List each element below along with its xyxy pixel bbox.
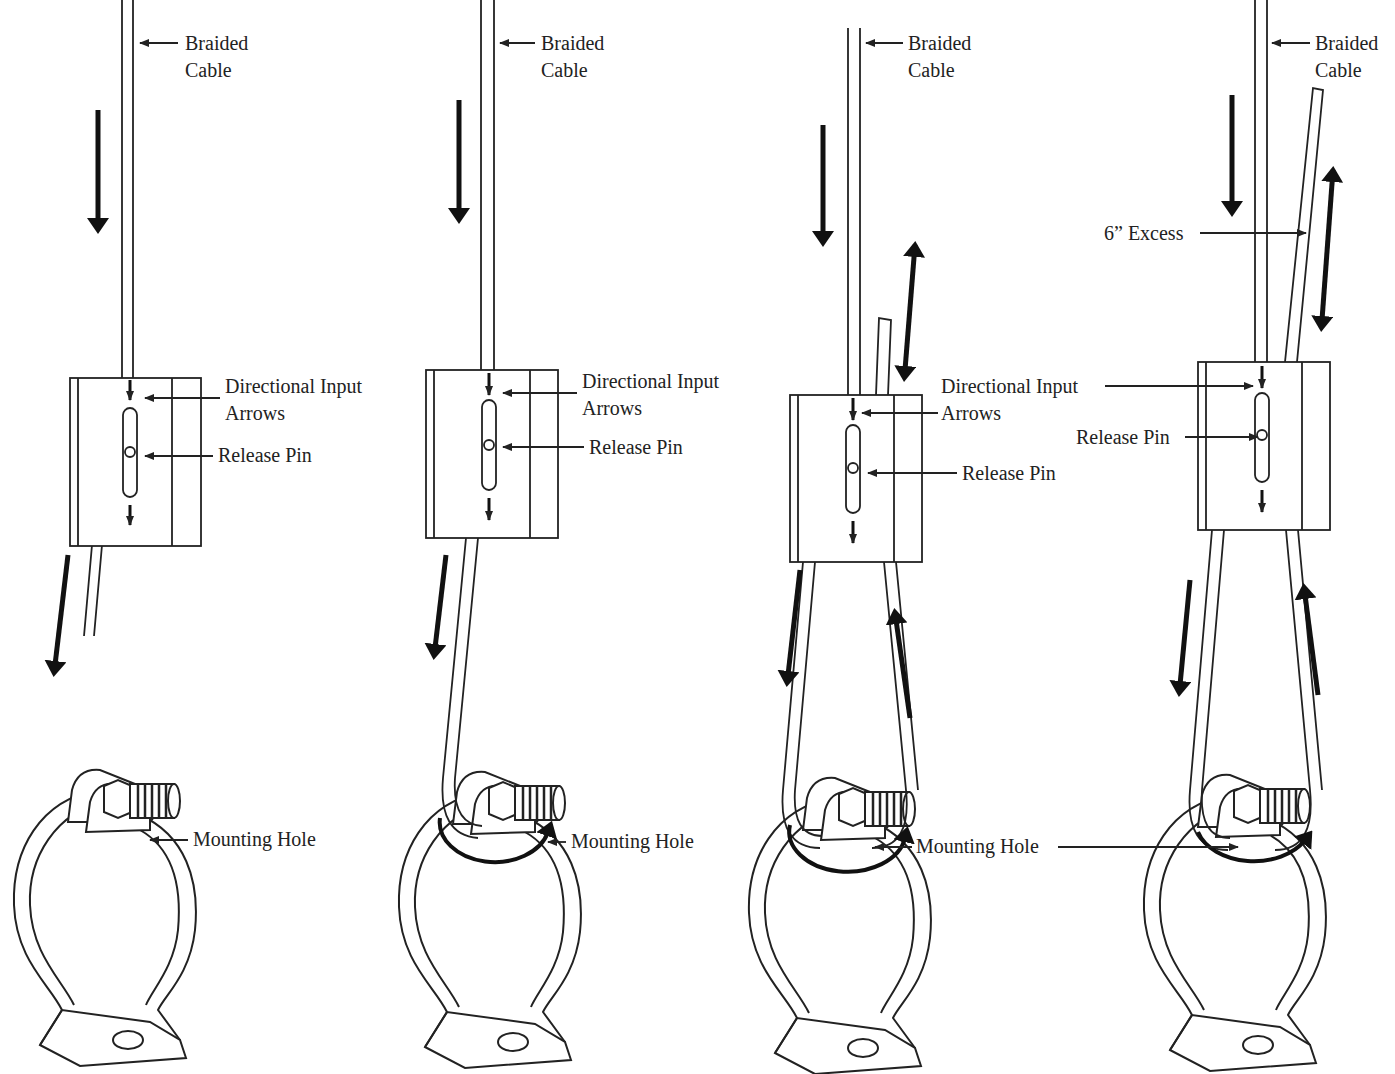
callout-label: Release Pin: [962, 460, 1122, 487]
cable-gripper: [70, 362, 1330, 562]
pipe-clamp: [14, 770, 196, 1066]
callout-label: Braided Cable: [1315, 30, 1395, 84]
callout-label: Release Pin: [589, 434, 749, 461]
callout-label: Mounting Hole: [571, 828, 731, 855]
callout-label: Mounting Hole: [193, 826, 353, 853]
leader-line: [140, 43, 1310, 847]
callout-label: Braided Cable: [541, 30, 621, 84]
callout-label: Directional Input Arrows: [941, 373, 1111, 427]
callout-label: 6” Excess: [1104, 220, 1224, 247]
callout-label: Braided Cable: [908, 30, 988, 84]
callout-label: Mounting Hole: [916, 833, 1076, 860]
pipe-clamp: [749, 778, 931, 1074]
pipe-clamp: [399, 772, 581, 1068]
pipe-clamp: [1144, 775, 1326, 1071]
callout-label: Directional Input Arrows: [225, 373, 395, 427]
directional-input-arrow: [130, 366, 1262, 543]
callout-label: Release Pin: [1076, 424, 1196, 451]
callout-label: Release Pin: [218, 442, 378, 469]
callout-label: Braided Cable: [185, 30, 265, 84]
callout-label: Directional Input Arrows: [582, 368, 752, 422]
motion-arrow: [55, 95, 1333, 872]
braided-cable: [84, 0, 1323, 850]
